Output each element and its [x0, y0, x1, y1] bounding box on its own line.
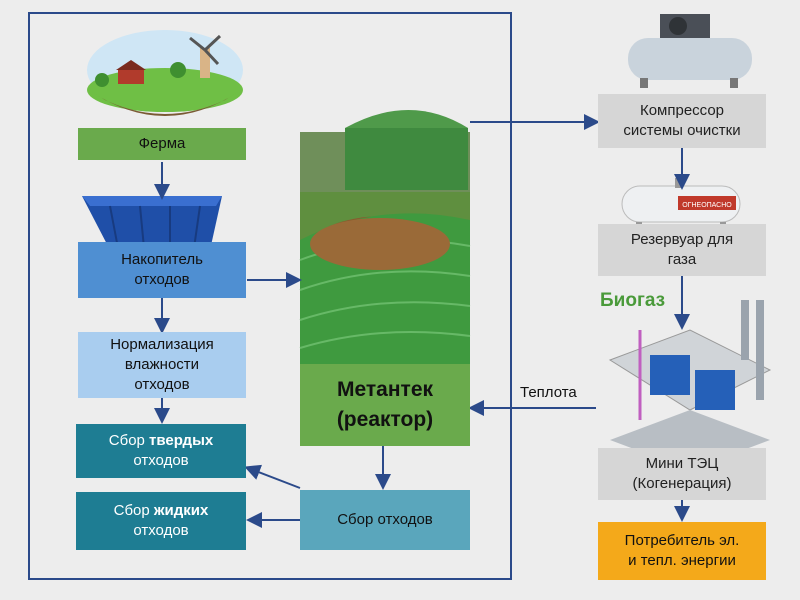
gas-tank-illustration: ОГНЕОПАСНО [621, 178, 741, 230]
liquid-waste-line1: Сбор жидких [114, 501, 209, 521]
solid-prefix: Сбор [108, 432, 150, 449]
collect-label: Сбор отходов [337, 511, 433, 528]
collect-node: Сбор отходов [300, 490, 470, 550]
heat-label: Теплота [520, 384, 577, 401]
chp-label-line2: (Когенерация) [632, 475, 732, 492]
reactor-label-line1: Метантек [336, 378, 434, 401]
waste-bin-illustration [82, 196, 222, 250]
compressor-illustration [628, 14, 752, 88]
solid-waste-line1: Сбор твердых [109, 431, 213, 451]
reactor-illustration [299, 110, 471, 364]
storage-node: Накопитель отходов [78, 242, 246, 298]
flow-arrows [154, 114, 690, 528]
farm-system-frame [28, 12, 512, 580]
solid-bold: твердых [149, 432, 214, 449]
chp-illustration [608, 300, 772, 470]
moisture-node: Нормализация влажности отходов [78, 332, 246, 398]
liquid-bold: жидких [153, 502, 209, 519]
tank-label-line1: Резервуар для [630, 231, 734, 248]
moisture-label-line1: Нормализация [110, 336, 214, 353]
reactor-label-line2: (реактор) [336, 408, 434, 431]
solid-waste-node: Сбор твердых отходов [76, 424, 246, 478]
solid-waste-line2: отходов [133, 452, 189, 469]
liquid-prefix: Сбор [113, 502, 154, 519]
liquid-waste-node: Сбор жидких отходов [76, 492, 246, 550]
compressor-label-line2: системы очистки [623, 122, 741, 139]
reactor-node: Метантек (реактор) [300, 364, 470, 446]
consumer-label-line2: и тепл. энергии [628, 552, 736, 569]
chp-node: Мини ТЭЦ (Когенерация) [598, 448, 766, 500]
tank-sign-text: ОГНЕОПАСНО [682, 202, 732, 209]
tank-label-line2: газа [667, 251, 697, 268]
compressor-node: Компрессор системы очистки [598, 94, 766, 148]
liquid-waste-line2: отходов [133, 522, 189, 539]
moisture-label-line3: отходов [134, 376, 190, 393]
farm-illustration [87, 30, 243, 116]
moisture-label-line2: влажности [124, 356, 200, 373]
chp-label-line1: Мини ТЭЦ [645, 455, 719, 472]
farm-node: Ферма [78, 128, 246, 160]
storage-label-line2: отходов [134, 271, 190, 288]
consumer-node: Потребитель эл. и тепл. энергии [598, 522, 766, 580]
consumer-label-line1: Потребитель эл. [624, 532, 740, 549]
farm-label: Ферма [138, 135, 186, 152]
compressor-label-line1: Компрессор [639, 102, 725, 119]
biogas-label: Биогаз [600, 290, 666, 311]
storage-label-line1: Накопитель [121, 251, 203, 268]
tank-node: Резервуар для газа [598, 224, 766, 276]
